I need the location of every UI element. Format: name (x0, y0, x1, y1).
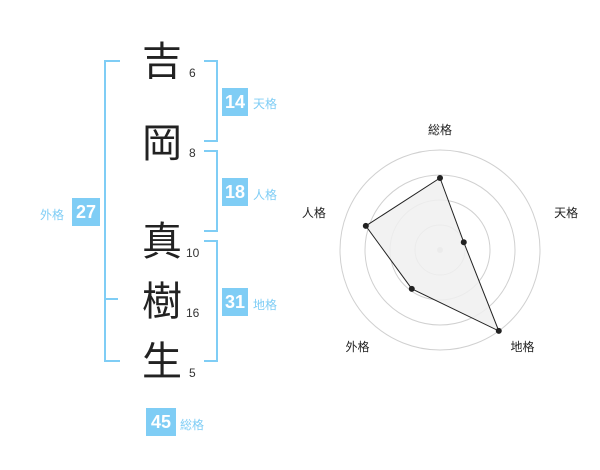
tenkaku-badge: 14 (222, 88, 248, 116)
tenkaku-bracket (204, 60, 218, 142)
name-char-2: 岡 (142, 121, 182, 167)
gaikaku-label: 外格 (40, 208, 65, 222)
radar-grid-ring (339, 149, 541, 351)
stroke-count-1: 6 (189, 66, 196, 80)
radar-point-5 (362, 222, 369, 229)
stroke-count-4: 16 (186, 306, 200, 320)
tenkaku-label: 天格 (253, 97, 278, 111)
gaikaku-bracket-tick (104, 298, 118, 300)
soukaku-badge: 45 (146, 408, 176, 436)
gaikaku-badge: 27 (72, 198, 100, 226)
stroke-count-2: 8 (189, 146, 196, 160)
radar-axis-label-3: 地格 (511, 339, 535, 354)
radar-axis-label-4: 外格 (345, 339, 369, 354)
jinkaku-badge: 18 (222, 178, 248, 206)
chikaku-label: 地格 (253, 298, 278, 312)
soukaku-label: 総格 (180, 418, 205, 432)
radar-axis-label-1: 総格 (428, 122, 452, 137)
gaikaku-bracket (104, 60, 120, 362)
radar-axis-label-5: 人格 (302, 205, 326, 220)
radar-point-2 (460, 239, 467, 246)
jinkaku-label: 人格 (253, 188, 278, 202)
stroke-count-3: 10 (186, 246, 200, 260)
name-char-5: 生 (142, 339, 182, 385)
radar-point-3 (495, 327, 502, 334)
radar-series-polygon (365, 177, 500, 332)
name-char-3: 真 (142, 219, 182, 265)
name-char-1: 吉 (142, 39, 182, 85)
chikaku-badge: 31 (222, 288, 248, 316)
jinkaku-bracket (204, 150, 218, 232)
radar-axis-label-2: 天格 (554, 205, 578, 220)
radar-point-1 (437, 175, 443, 181)
stroke-count-5: 5 (189, 366, 196, 380)
radar-point-4 (408, 285, 415, 292)
chikaku-bracket (204, 240, 218, 362)
name-char-4: 樹 (142, 279, 182, 325)
